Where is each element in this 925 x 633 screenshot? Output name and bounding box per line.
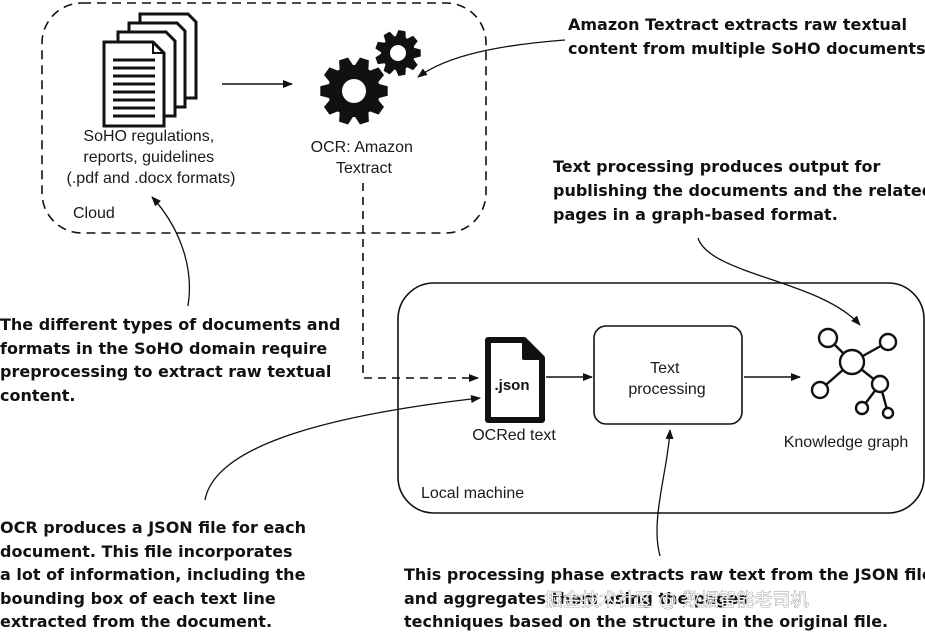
callout-ocr-json-arrow	[204, 395, 481, 501]
local-machine-label: Local machine	[421, 485, 524, 502]
callout-processing-phase: This processing phase extracts raw text …	[404, 565, 925, 631]
ocred-text-label: OCRed text	[472, 427, 556, 444]
local-machine-region	[397, 282, 925, 514]
callout-textract: Amazon Textract extracts raw textual con…	[568, 15, 925, 58]
callout-text-processing-output-arrow	[697, 237, 861, 326]
json-file-icon: .json	[485, 337, 545, 423]
documents-icon	[102, 12, 198, 128]
ocr-to-json-dashed-arrow	[362, 183, 479, 382]
callout-preprocessing-arrow	[151, 196, 191, 307]
documents-label: SoHO regulations, reports, guidelines (.…	[67, 128, 236, 187]
json-icon-text: .json	[494, 377, 529, 394]
callout-processing-phase-arrow	[656, 429, 674, 557]
ocr-label: OCR: Amazon Textract	[311, 139, 418, 177]
knowledge-graph-icon	[810, 327, 898, 420]
callout-preprocessing: The different types of documents and for…	[0, 315, 346, 405]
cloud-label: Cloud	[73, 205, 115, 222]
callout-textract-arrow	[417, 39, 566, 78]
gears-icon	[320, 30, 421, 125]
large-gear-icon	[320, 57, 388, 125]
gear-small-hole	[390, 45, 406, 61]
text-processing-label: Text processing	[628, 360, 705, 398]
text-processing-box	[593, 325, 743, 425]
callout-text-processing-output: Text processing produces output for publ…	[553, 157, 925, 224]
gear-big-hole	[342, 79, 366, 103]
watermark: 掘金技术社区 @ 数据智能老司机	[545, 590, 808, 611]
knowledge-graph-label: Knowledge graph	[784, 434, 909, 451]
small-gear-icon	[375, 30, 421, 76]
cloud-region	[41, 2, 487, 234]
callout-ocr-json: OCR produces a JSON file for each docume…	[0, 518, 312, 631]
